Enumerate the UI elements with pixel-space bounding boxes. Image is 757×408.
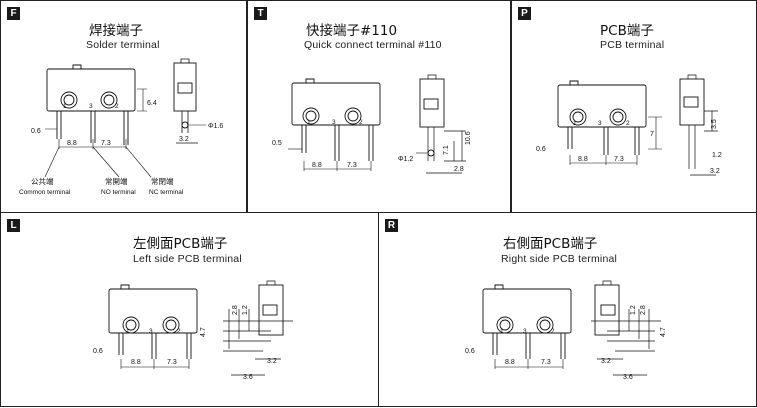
left-dim-28: 2.8 bbox=[232, 305, 239, 315]
panel-right-side-pcb-terminal: R 右側面PCB端子 Right side PCB terminal 1 3 2… bbox=[378, 212, 757, 407]
badge-t: T bbox=[254, 7, 267, 20]
badge-f: F bbox=[7, 7, 20, 20]
quick-title-cn: 快接端子#110 bbox=[306, 23, 398, 39]
solder-dim-88: 8.8 bbox=[67, 140, 77, 147]
panel-quick-connect-terminal: T 快接端子#110 Quick connect terminal #110 1… bbox=[247, 0, 511, 213]
right-title-cn: 右側面PCB端子 bbox=[503, 236, 598, 252]
solder-pin-2: 2 bbox=[115, 103, 119, 110]
left-pin-2: 2 bbox=[177, 328, 181, 335]
panel-solder-terminal: F 焊接端子 Solder terminal 1 3 2 0.6 8.8 7.3… bbox=[0, 0, 247, 213]
right-dim-36: 3.6 bbox=[623, 374, 633, 381]
left-dim-12: 1.2 bbox=[242, 305, 249, 315]
solder-dim-06: 0.6 bbox=[31, 128, 41, 135]
solder-drawing bbox=[44, 58, 206, 178]
right-text-layer: 1 3 2 0.6 8.8 7.3 4.7 2.8 1.2 3.2 3.6 bbox=[465, 305, 667, 381]
right-dim-32: 3.2 bbox=[601, 358, 611, 365]
solder-dim-32: 3.2 bbox=[179, 136, 189, 143]
right-dim-06: 0.6 bbox=[465, 348, 475, 355]
common-terminal-cn: 公共端 bbox=[31, 176, 54, 186]
nc-terminal-en: NC terminal bbox=[149, 189, 184, 196]
quick-pin-2: 2 bbox=[359, 119, 363, 126]
right-pin-3: 3 bbox=[523, 328, 527, 335]
pcb-title-cn: PCB端子 bbox=[600, 23, 654, 39]
quick-pin-1: 1 bbox=[307, 119, 311, 126]
nc-terminal-cn: 常閉端 bbox=[151, 176, 174, 186]
right-pin-2: 2 bbox=[551, 328, 555, 335]
quick-text-layer: 1 3 2 0.5 8.8 7.3 7.1 10.6 2.8 Φ1.2 bbox=[272, 119, 472, 173]
panel-pcb-terminal: P PCB端子 PCB terminal 1 3 2 0.6 8.8 7.3 7… bbox=[511, 0, 757, 213]
solder-title-cn: 焊接端子 bbox=[89, 23, 143, 39]
solder-dim-64: 6.4 bbox=[147, 100, 157, 107]
badge-l: L bbox=[7, 219, 20, 232]
left-drawing bbox=[108, 280, 293, 376]
pcb-pin-1: 1 bbox=[573, 120, 577, 127]
left-text-layer: 1 3 2 0.6 8.8 7.3 4.7 2.8 1.2 3.2 3.6 bbox=[93, 305, 277, 381]
pcb-dim-35: 3.5 bbox=[711, 119, 718, 129]
badge-p: P bbox=[518, 7, 531, 20]
pcb-dim-06: 0.6 bbox=[536, 146, 546, 153]
right-dim-47: 4.7 bbox=[660, 327, 667, 337]
left-dim-88: 8.8 bbox=[131, 359, 141, 366]
left-dim-47: 4.7 bbox=[200, 327, 207, 337]
pcb-dim-12: 1.2 bbox=[712, 152, 722, 159]
right-dim-88: 8.8 bbox=[505, 359, 515, 366]
quick-title-en: Quick connect terminal #110 bbox=[304, 39, 442, 51]
badge-r: R bbox=[385, 219, 398, 232]
solder-pin-1: 1 bbox=[63, 103, 67, 110]
quick-pin-3: 3 bbox=[332, 119, 336, 126]
right-drawing bbox=[482, 280, 661, 376]
left-dim-06: 0.6 bbox=[93, 348, 103, 355]
pcb-title-en: PCB terminal bbox=[600, 39, 665, 51]
solder-dim-73: 7.3 bbox=[101, 140, 111, 147]
right-pin-1: 1 bbox=[500, 328, 504, 335]
left-title-en: Left side PCB terminal bbox=[133, 253, 242, 265]
left-pin-1: 1 bbox=[126, 328, 130, 335]
pcb-text-layer: 1 3 2 0.6 8.8 7.3 7 3.5 1.2 3.2 bbox=[536, 119, 722, 175]
left-dim-32: 3.2 bbox=[267, 358, 277, 365]
quick-dim-phi12: Φ1.2 bbox=[398, 156, 413, 163]
pcb-drawing bbox=[557, 74, 718, 176]
right-dim-73: 7.3 bbox=[541, 359, 551, 366]
right-dim-28: 2.8 bbox=[640, 305, 647, 315]
panel-left-side-pcb-terminal: L 左側面PCB端子 Left side PCB terminal 1 3 2 … bbox=[0, 212, 379, 407]
no-terminal-cn: 常開端 bbox=[105, 176, 128, 186]
solder-title-en: Solder terminal bbox=[86, 39, 160, 51]
quick-dim-88: 8.8 bbox=[312, 162, 322, 169]
pcb-dim-32: 3.2 bbox=[710, 168, 720, 175]
quick-dim-73: 7.3 bbox=[347, 162, 357, 169]
common-terminal-en: Common terminal bbox=[19, 189, 71, 196]
left-dim-73: 7.3 bbox=[167, 359, 177, 366]
quick-drawing bbox=[288, 74, 466, 174]
pcb-pin-3: 3 bbox=[598, 120, 602, 127]
pcb-dim-73: 7.3 bbox=[614, 156, 624, 163]
quick-dim-28: 2.8 bbox=[454, 166, 464, 173]
solder-dim-phi16: Φ1.6 bbox=[208, 123, 223, 130]
quick-dim-71: 7.1 bbox=[443, 145, 450, 155]
no-terminal-en: NO terminal bbox=[101, 189, 136, 196]
left-dim-36: 3.6 bbox=[243, 374, 253, 381]
quick-dim-106: 10.6 bbox=[465, 131, 472, 145]
pcb-dim-7: 7 bbox=[650, 131, 654, 138]
left-pin-3: 3 bbox=[149, 328, 153, 335]
right-dim-12: 1.2 bbox=[630, 305, 637, 315]
solder-text-layer: 1 3 2 0.6 8.8 7.3 6.4 3.2 Φ1.6 公共端 Commo… bbox=[19, 100, 223, 196]
pcb-dim-88: 8.8 bbox=[578, 156, 588, 163]
pcb-pin-2: 2 bbox=[626, 120, 630, 127]
solder-pin-3: 3 bbox=[89, 103, 93, 110]
left-title-cn: 左側面PCB端子 bbox=[133, 236, 228, 252]
right-title-en: Right side PCB terminal bbox=[501, 253, 618, 265]
quick-dim-05: 0.5 bbox=[272, 140, 282, 147]
